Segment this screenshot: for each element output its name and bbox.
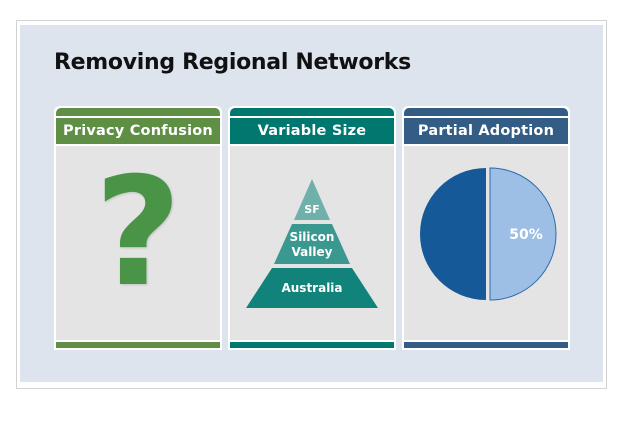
panel-heading: Privacy Confusion: [56, 118, 220, 144]
panel-footer-bar: [56, 342, 220, 348]
panel-body: ?: [56, 146, 220, 340]
pyramid-level-australia: [246, 268, 378, 308]
panel-footer-bar: [404, 342, 568, 348]
pyramid-label-valley: Valley: [292, 245, 333, 259]
pyramid-label-sf: SF: [304, 203, 319, 216]
panel-heading: Variable Size: [230, 118, 394, 144]
panel-cap: [230, 108, 394, 116]
pie-slice-right: [489, 167, 557, 301]
pyramid-diagram: SF Silicon Valley Australia: [246, 179, 378, 308]
pyramid-level-silicon-valley: [274, 224, 350, 264]
panel-heading: Partial Adoption: [404, 118, 568, 144]
pyramid-label-silicon: Silicon: [290, 230, 335, 244]
pyramid-label-australia: Australia: [281, 281, 342, 295]
panel-variable-size: Variable Size SF Silicon Valley Australi…: [228, 106, 396, 350]
pie-slice-left: [420, 168, 486, 300]
slide-title: Removing Regional Networks: [54, 50, 411, 75]
pyramid-level-sf: [294, 179, 330, 220]
panel-cap: [56, 108, 220, 116]
pie-chart: 50%: [420, 167, 557, 301]
panel-footer-bar: [230, 342, 394, 348]
pie-label: 50%: [509, 227, 543, 243]
panel-cap: [404, 108, 568, 116]
question-mark-icon: ?: [94, 146, 182, 320]
panel-partial-adoption: Partial Adoption 50%: [402, 106, 570, 350]
panel-body: SF Silicon Valley Australia: [230, 146, 394, 340]
panel-body: 50%: [404, 146, 568, 340]
panel-privacy-confusion: Privacy Confusion ?: [54, 106, 222, 350]
